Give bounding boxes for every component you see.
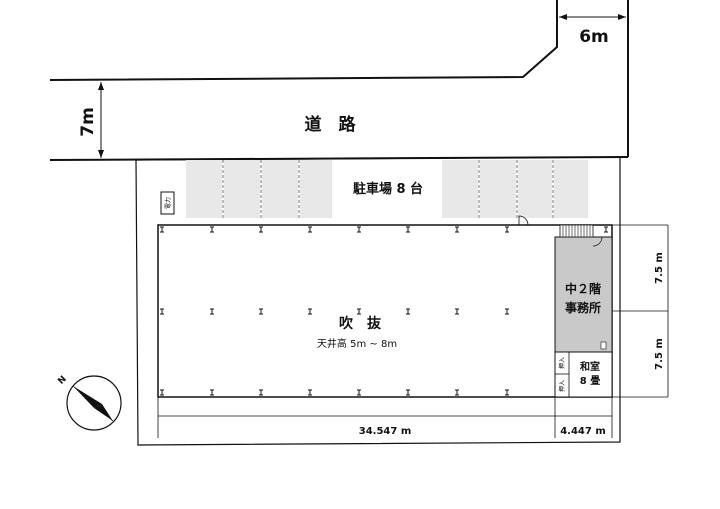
road: 道 路 7m 6m	[49, 0, 629, 161]
lower-depth-label: 7.5 m	[654, 338, 665, 370]
parking-space	[224, 160, 260, 218]
office-door-swing	[592, 236, 603, 247]
washitsu-label-line2: 8 畳	[580, 375, 600, 387]
closet-label-2: 押入	[558, 380, 566, 392]
main-length-label: 34.547 m	[359, 426, 412, 437]
parking-space	[300, 160, 332, 218]
north-label: N	[56, 374, 68, 386]
road-label: 道 路	[305, 114, 357, 135]
setback-arrow-left	[559, 14, 567, 20]
road-width-label: 7m	[78, 107, 98, 137]
utility-label: 電力	[164, 197, 172, 209]
parking-space	[262, 160, 298, 218]
road-width-arrow-bottom	[98, 150, 104, 158]
site-boundary	[135, 156, 621, 446]
parking-space	[554, 160, 588, 218]
column-markers	[160, 226, 608, 396]
building-outline	[157, 224, 613, 398]
ceiling-height-label: 天井高 5m ~ 8m	[317, 337, 397, 350]
utility-box: 電力	[160, 191, 175, 215]
parking-label: 駐車場 8 台	[353, 181, 423, 197]
office-label-line2: 事務所	[565, 300, 601, 315]
atrium-label: 吹 抜	[339, 315, 382, 332]
setback-label: 6m	[579, 27, 609, 47]
road-outline	[49, 0, 558, 81]
closet-label-1: 押入	[558, 357, 566, 369]
road-width-arrow-top	[98, 82, 104, 90]
parking-space	[518, 160, 552, 218]
office-label-line1: 中２階	[565, 281, 601, 296]
stairs	[559, 224, 594, 238]
parking-space	[186, 160, 222, 218]
bottom-dimensions	[157, 397, 613, 438]
upper-depth-label: 7.5 m	[654, 252, 665, 284]
parking-space	[442, 160, 478, 218]
small-fixture	[600, 341, 607, 350]
washitsu-label-line1: 和室	[579, 360, 600, 373]
parking-area: 駐車場 8 台	[186, 160, 588, 218]
door-swing	[518, 215, 529, 226]
office-room: 中２階 事務所	[554, 224, 613, 353]
side-length-label: 4.447 m	[560, 426, 606, 437]
parking-space	[480, 160, 516, 218]
north-compass-icon: N	[56, 374, 122, 431]
washitsu-room: 押入 押入 和室 8 畳	[554, 351, 613, 398]
setback-arrow-right	[618, 14, 626, 20]
right-dimensions	[612, 224, 669, 398]
